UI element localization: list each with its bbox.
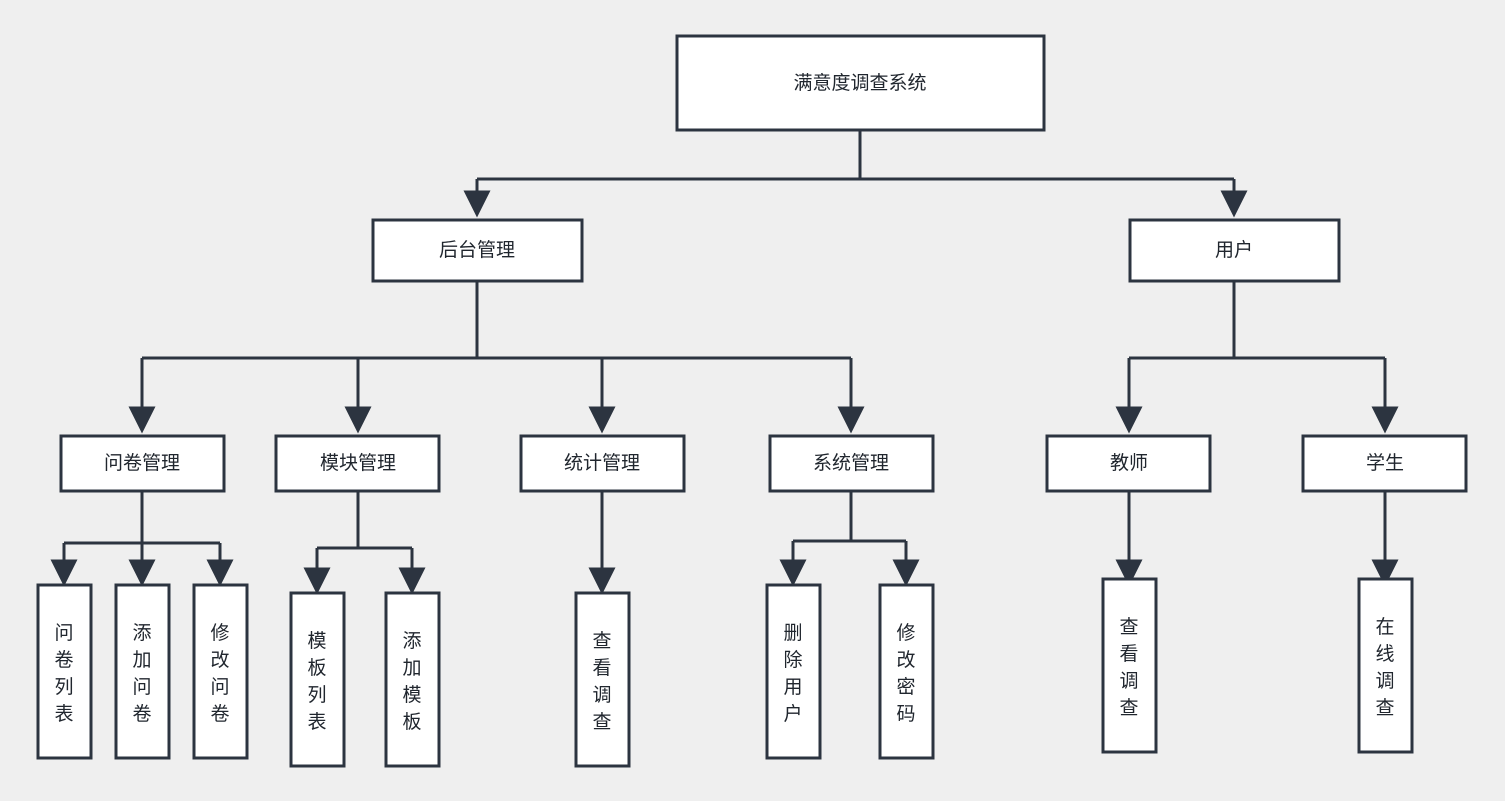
node-teacher-view-survey[interactable]: 查看调查 [1101,577,1158,754]
node-module-manage[interactable]: 模块管理 [274,434,441,493]
node-questionnaire-manage[interactable]: 问卷管理 [59,434,226,493]
node-delete-user-label: 删除用户 [783,622,802,725]
edge-group-admin [128,281,865,434]
node-statistics-manage-label: 统计管理 [564,452,640,474]
node-statistics-manage[interactable]: 统计管理 [519,434,686,493]
node-template-list-label: 模板列表 [307,630,326,733]
edge-group-system-manage [779,491,920,587]
node-teacher[interactable]: 教师 [1045,434,1212,493]
node-student-label: 学生 [1366,452,1404,474]
node-add-template-label: 添加模板 [402,630,421,733]
node-questionnaire-list-label: 问卷列表 [54,622,73,725]
edge-mm-bus [317,491,412,550]
node-student[interactable]: 学生 [1301,434,1468,493]
node-user-label: 用户 [1215,239,1253,261]
node-user[interactable]: 用户 [1128,218,1341,283]
node-questionnaire-manage-label: 问卷管理 [104,452,180,474]
node-student-online-survey[interactable]: 在线调查 [1357,577,1414,754]
node-view-survey-stats[interactable]: 查看调查 [574,591,631,768]
node-admin-label: 后台管理 [439,239,515,261]
node-student-online-survey-label: 在线调查 [1375,616,1394,719]
edge-group-user [1115,281,1399,434]
node-edit-questionnaire-label: 修改问卷 [210,622,229,725]
edge-root-bus [477,130,1234,181]
node-root[interactable]: 满意度调查系统 [675,34,1046,132]
node-change-password-label: 修改密码 [896,622,915,725]
node-add-template[interactable]: 添加模板 [384,591,441,768]
edge-qm-bus [64,491,220,545]
node-admin[interactable]: 后台管理 [371,218,584,283]
edge-admin-bus [142,281,851,360]
node-view-survey-stats-label: 查看调查 [592,630,611,733]
edge-user-bus [1129,281,1385,360]
node-root-label: 满意度调查系统 [793,72,926,94]
node-delete-user[interactable]: 删除用户 [765,583,822,760]
edge-group-module-manage [303,491,426,595]
edge-group-root [463,130,1248,218]
node-system-manage[interactable]: 系统管理 [768,434,935,493]
node-add-questionnaire[interactable]: 添加问卷 [114,583,171,760]
node-system-manage-label: 系统管理 [813,452,889,474]
node-module-manage-label: 模块管理 [320,452,396,474]
node-add-questionnaire-label: 添加问卷 [132,622,151,725]
node-teacher-view-survey-label: 查看调查 [1119,616,1138,719]
node-questionnaire-list[interactable]: 问卷列表 [36,583,93,760]
edge-sysm-bus [793,491,906,543]
edge-group-questionnaire-manage [50,491,234,587]
node-teacher-label: 教师 [1110,452,1148,474]
node-template-list[interactable]: 模板列表 [289,591,346,768]
node-change-password[interactable]: 修改密码 [878,583,935,760]
node-edit-questionnaire[interactable]: 修改问卷 [192,583,249,760]
